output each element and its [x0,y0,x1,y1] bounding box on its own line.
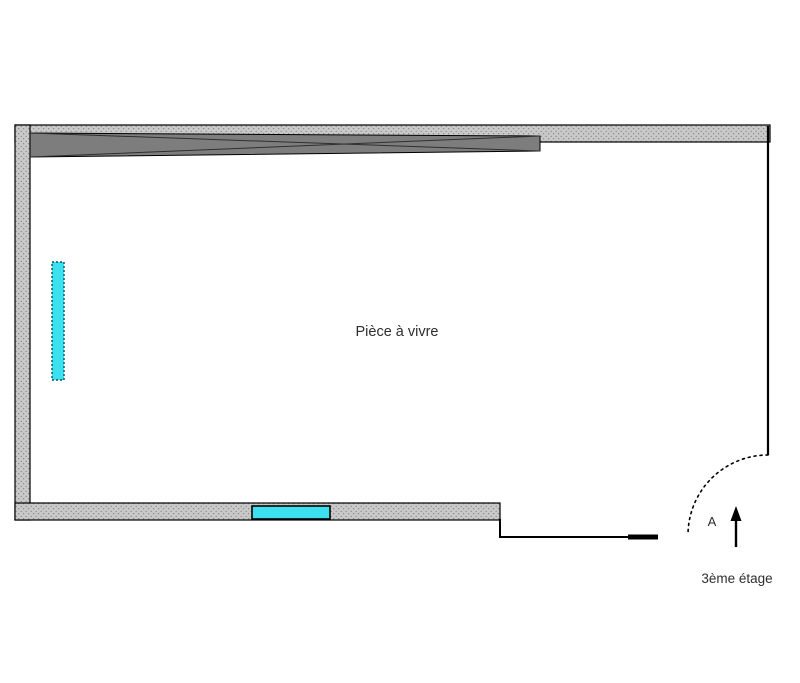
beam-diagonal-2 [29,135,541,158]
window-left [51,261,65,381]
bottom-right-step-wall [499,519,657,538]
door-label: A [708,514,717,529]
room-label: Pièce à vivre [355,324,438,340]
beam-diagonal-1 [29,132,541,152]
beam [29,132,541,158]
entrance-arrow-icon [730,506,742,547]
door-swing-arc [687,454,769,536]
window-bottom [251,505,331,520]
left-wall [14,124,31,521]
floor-label: 3ème étage [701,571,772,586]
